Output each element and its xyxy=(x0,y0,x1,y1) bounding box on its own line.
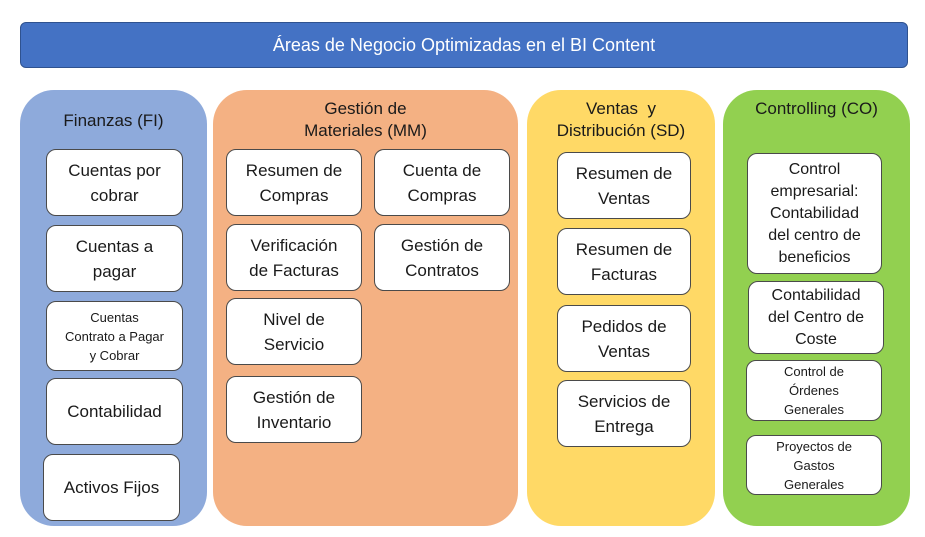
box-gestion-contratos: Gestión de Contratos xyxy=(374,224,510,291)
panel-finanzas: Finanzas (FI) Cuentas por cobrar Cuentas… xyxy=(20,90,207,526)
panel-title-materiales: Gestión de Materiales (MM) xyxy=(304,99,427,140)
box-cuentas-a-pagar: Cuentas a pagar xyxy=(46,225,183,292)
box-resumen-facturas: Resumen de Facturas xyxy=(557,228,691,295)
panel-controlling: Controlling (CO) Control empresarial: Co… xyxy=(723,90,910,526)
panel-title-controlling: Controlling (CO) xyxy=(755,99,878,118)
panel-materiales: Gestión de Materiales (MM) Resumen de Co… xyxy=(213,90,518,526)
box-pedidos-ventas: Pedidos de Ventas xyxy=(557,305,691,372)
box-cuenta-compras: Cuenta de Compras xyxy=(374,149,510,216)
box-verificacion-facturas: Verificación de Facturas xyxy=(226,224,362,291)
box-control-empresarial: Control empresarial: Contabilidad del ce… xyxy=(747,153,882,274)
box-resumen-ventas: Resumen de Ventas xyxy=(557,152,691,219)
box-cuentas-por-cobrar: Cuentas por cobrar xyxy=(46,149,183,216)
box-cuentas-contrato: Cuentas Contrato a Pagar y Cobrar xyxy=(46,301,183,371)
box-nivel-servicio: Nivel de Servicio xyxy=(226,298,362,365)
diagram-title: Áreas de Negocio Optimizadas en el BI Co… xyxy=(20,22,908,68)
box-activos-fijos: Activos Fijos xyxy=(43,454,180,521)
box-contabilidad-centro-coste: Contabilidad del Centro de Coste xyxy=(748,281,884,354)
box-servicios-entrega: Servicios de Entrega xyxy=(557,380,691,447)
panel-ventas: Ventas y Distribución (SD) Resumen de Ve… xyxy=(527,90,715,526)
box-gestion-inventario: Gestión de Inventario xyxy=(226,376,362,443)
panel-title-ventas: Ventas y Distribución (SD) xyxy=(556,99,686,140)
box-contabilidad: Contabilidad xyxy=(46,378,183,445)
box-proyectos-gastos: Proyectos de Gastos Generales xyxy=(746,435,882,495)
panel-title-finanzas: Finanzas (FI) xyxy=(63,111,164,130)
box-control-ordenes: Control de Órdenes Generales xyxy=(746,360,882,421)
box-resumen-compras: Resumen de Compras xyxy=(226,149,362,216)
